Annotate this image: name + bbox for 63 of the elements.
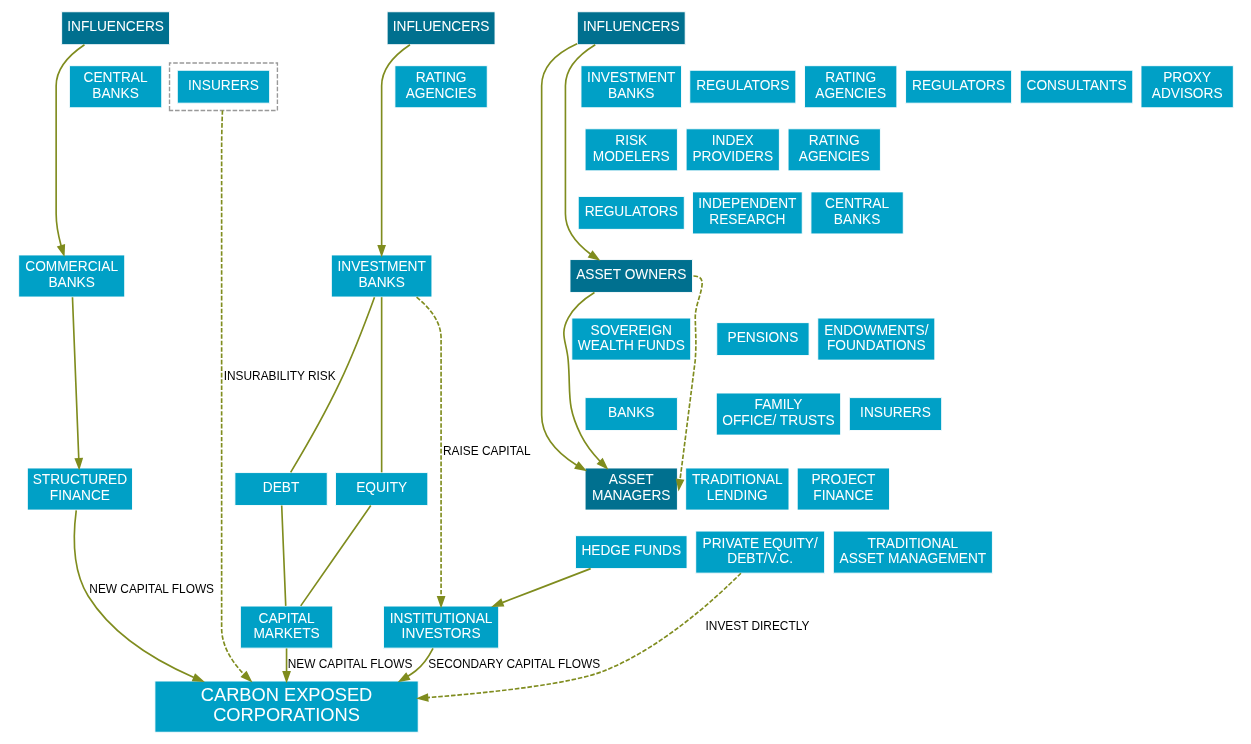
connector <box>280 504 287 607</box>
cluster <box>168 62 278 112</box>
arrow <box>54 43 85 258</box>
arrow <box>415 572 742 702</box>
node-box: CENTRAL BANKS <box>809 191 904 235</box>
node-box: REGULATORS <box>904 69 1012 104</box>
arrow <box>490 567 591 607</box>
node-box: RATING AGENCIES <box>393 65 488 109</box>
node-box: COMMERCIAL BANKS <box>17 254 125 298</box>
node-box: REGULATORS <box>688 69 796 104</box>
node-box: TRADITIONAL LENDING <box>684 467 789 511</box>
edge-label: NEW CAPITAL FLOWS <box>287 656 412 671</box>
node-box: RATING AGENCIES <box>787 128 881 172</box>
node-box: INDEX PROVIDERS <box>685 128 780 172</box>
edge-label: SECONDARY CAPITAL FLOWS <box>427 656 600 671</box>
node-box: PROJECT FINANCE <box>796 467 890 511</box>
arrow <box>71 296 83 471</box>
node-box: PROXY ADVISORS <box>1140 65 1234 109</box>
node-box: RATING AGENCIES <box>803 65 897 109</box>
node-box: FAMILY OFFICE/ TRUSTS <box>715 392 841 436</box>
arrow <box>376 43 411 258</box>
node-box: EQUITY <box>334 472 428 506</box>
edge-label: RAISE CAPITAL <box>442 443 531 458</box>
node-box: REGULATORS <box>577 196 685 230</box>
edge-label: NEW CAPITAL FLOWS <box>88 581 214 596</box>
node-box: INSURERS <box>176 69 270 104</box>
node-box: INFLUENCERS <box>60 11 170 46</box>
edge-label: INSURABILITY RISK <box>223 368 336 383</box>
arrow <box>73 509 205 682</box>
edge-label: INVEST DIRECTLY <box>705 619 809 634</box>
node-box: INFLUENCERS <box>576 11 686 46</box>
node-box: DEBT <box>233 472 328 506</box>
node-box: BANKS <box>584 397 678 431</box>
node-box: PENSIONS <box>715 322 810 356</box>
node-box: RISK MODELERS <box>584 128 678 172</box>
node-box: ENDOWMENTS/ FOUNDATIONS <box>816 317 935 361</box>
connector <box>380 296 382 474</box>
node-box: CONSULTANTS <box>1019 69 1133 104</box>
node-box: SOVEREIGN WEALTH FUNDS <box>570 317 691 361</box>
node-box: ASSET OWNERS <box>569 259 693 293</box>
connector <box>289 296 375 474</box>
arrow <box>281 647 291 684</box>
node-box: INVESTMENT BANKS <box>330 254 432 298</box>
node-box: CARBON EXPOSED CORPORATIONS <box>153 680 419 733</box>
node-box: INSTITUTIONAL INVESTORS <box>382 605 499 649</box>
arrow <box>540 42 587 472</box>
node-box: CAPITAL MARKETS <box>239 605 333 649</box>
node-box: INSURERS <box>848 397 942 431</box>
node-box: ASSET MANAGERS <box>584 467 678 511</box>
arrow <box>562 291 608 470</box>
arrow <box>564 43 600 261</box>
connector <box>299 504 372 607</box>
node-box: INDEPENDENT RESEARCH <box>691 191 803 235</box>
node-box: PRIVATE EQUITY/ DEBT/V.C. <box>694 530 825 574</box>
arrow <box>415 296 445 609</box>
node-box: INFLUENCERS <box>386 11 495 46</box>
node-box: HEDGE FUNDS <box>574 535 687 570</box>
arrow <box>220 109 252 683</box>
node-box: TRADITIONAL ASSET MANAGEMENT <box>832 530 993 574</box>
node-box: CENTRAL BANKS <box>68 65 162 109</box>
node-box: INVESTMENT BANKS <box>580 65 682 109</box>
node-box: STRUCTURED FINANCE <box>26 467 133 511</box>
arrow <box>397 647 434 683</box>
